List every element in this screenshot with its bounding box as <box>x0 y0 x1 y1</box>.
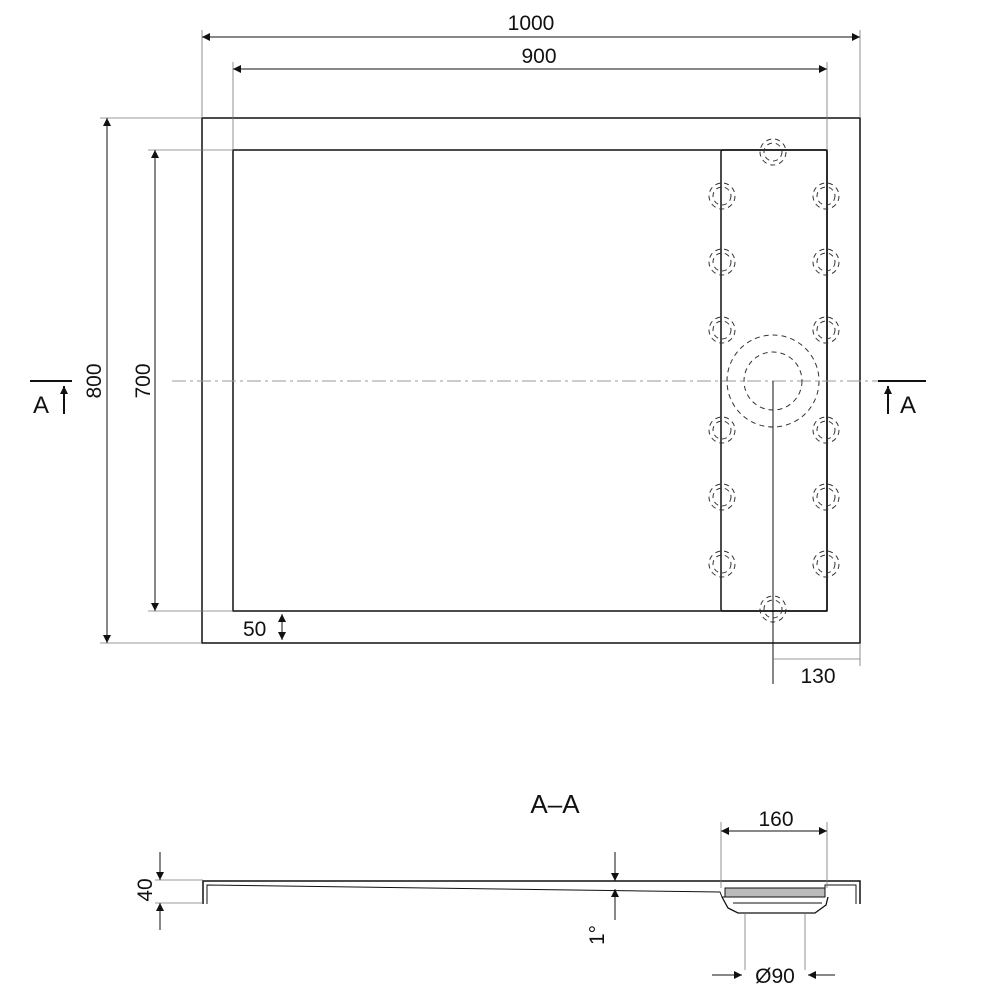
support-foot-icon <box>708 248 736 276</box>
slope-label: 1° <box>586 925 609 945</box>
support-foot-icon <box>812 248 840 276</box>
support-foot-icon <box>708 483 736 511</box>
support-foot-icon <box>712 554 732 574</box>
inner-depth-label: 700 <box>132 363 155 398</box>
overall-depth-label: 800 <box>83 363 106 398</box>
support-foot-icon <box>812 550 840 578</box>
support-foot-icon <box>712 487 732 507</box>
support-foot-icon <box>763 599 783 619</box>
support-foot-icon <box>812 182 840 210</box>
support-foot-icon <box>708 550 736 578</box>
support-foot-icon <box>816 420 836 440</box>
support-foot-icon <box>816 252 836 272</box>
tray-profile-top <box>202 880 861 904</box>
support-foot-icon <box>816 487 836 507</box>
channel-width-label: 160 <box>758 808 793 831</box>
drain-grate <box>724 887 826 898</box>
section-view: A–A 160 40 1° Ø90 <box>134 789 861 988</box>
support-foot-icon <box>708 416 736 444</box>
section-title: A–A <box>530 789 580 819</box>
plan-view: 1000 900 800 700 50 130 A A <box>30 12 926 688</box>
support-foot-icon <box>708 316 736 344</box>
overall-width-label: 1000 <box>508 12 555 35</box>
support-foot-icon <box>759 138 787 166</box>
support-foot-icon <box>812 483 840 511</box>
support-foot-icon <box>712 320 732 340</box>
support-foot-icon <box>812 316 840 344</box>
drain-diameter-label: Ø90 <box>755 965 795 988</box>
support-foot-icon <box>712 252 732 272</box>
svg-text:A: A <box>900 392 916 419</box>
drain-offset-label: 130 <box>800 665 835 688</box>
support-foot-icon <box>816 186 836 206</box>
drain-body <box>721 896 829 914</box>
rim-label: 50 <box>243 618 266 641</box>
support-foot-icon <box>816 554 836 574</box>
height-label: 40 <box>134 878 157 901</box>
inner-width-label: 900 <box>521 45 556 68</box>
support-foot-icon <box>712 186 732 206</box>
support-foot-icon <box>812 416 840 444</box>
svg-text:A: A <box>33 392 49 419</box>
support-foot-icon <box>763 142 783 162</box>
section-marker-right: A <box>878 380 926 419</box>
section-marker-left: A <box>30 380 72 419</box>
support-feet <box>708 138 840 623</box>
support-foot-icon <box>712 420 732 440</box>
support-foot-icon <box>708 182 736 210</box>
support-foot-icon <box>816 320 836 340</box>
